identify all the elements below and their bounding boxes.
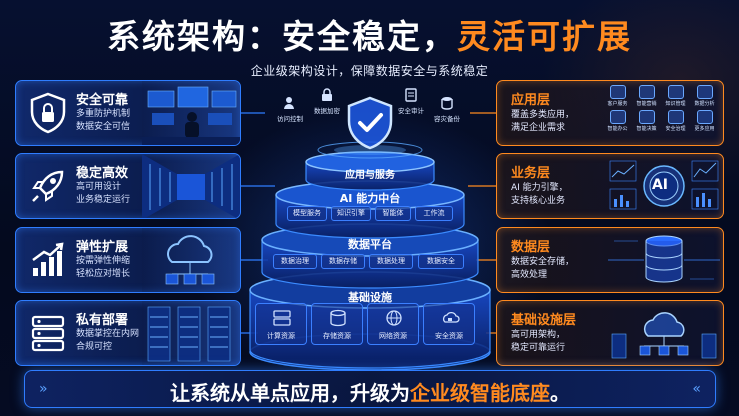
tag-data-encryption: 数据加密 — [314, 107, 340, 115]
card-title: 稳定高效 — [76, 166, 129, 181]
globe-icon — [386, 310, 402, 326]
layer-title: 数据层 — [511, 240, 551, 255]
chip-agent: 智能体 — [375, 206, 411, 221]
app-icon: 智能决策 — [632, 110, 661, 132]
chip-workflow: 工作流 — [415, 206, 453, 221]
app-icon: 智能营销 — [632, 85, 661, 107]
left-card-security: 安全可靠 多重防护机制 数据安全可信 — [15, 80, 241, 146]
chip-model-service: 模型服务 — [287, 206, 327, 221]
infra-compute: 计算资源 — [255, 303, 307, 345]
layer-title: 基础设施层 — [511, 313, 577, 328]
title-main: 系统架构：安全稳定， — [107, 17, 457, 56]
double-chevron-left-icon: « — [692, 381, 701, 397]
app-icon: 智能办公 — [603, 110, 632, 132]
audit-icon — [405, 88, 417, 102]
page-title: 系统架构：安全稳定，灵活可扩展 — [0, 10, 739, 58]
app-icon-grid: 客户服务 智能营销 知识管理 数据分析 智能办公 智能决策 安全治理 更多应用 — [603, 85, 719, 132]
page-subtitle: 企业级架构设计，保障数据安全与系统稳定 — [250, 64, 489, 78]
banner-text: 让系统从单点应用，升级为企业级智能底座。 — [170, 381, 570, 405]
app-icon: 数据分析 — [690, 85, 719, 107]
right-card-app-layer: 应用层 覆盖多类应用， 满足企业需求 客户服务 智能营销 知识管理 数据分析 智… — [496, 80, 724, 146]
chip-data-security: 数据安全 — [418, 254, 464, 269]
tier-app-label: 应用与服务 — [345, 170, 395, 181]
app-icon: 安全治理 — [661, 110, 690, 132]
cloud-lock-icon — [442, 311, 460, 323]
right-card-infra-layer: 基础设施层 高可用架构， 稳定可靠运行 — [496, 300, 724, 366]
server-corridor-image — [142, 154, 240, 218]
tier-data-label: 数据平台 — [348, 238, 392, 251]
card-desc: 多重防护机制 数据安全可信 — [76, 109, 131, 132]
rocket-icon — [25, 163, 71, 209]
layer-desc: AI 能力引擎， 支持核心业务 — [511, 183, 568, 206]
lock-icon — [322, 88, 332, 101]
infra-network: 网络资源 — [367, 303, 419, 345]
layer-title: 业务层 — [511, 166, 551, 181]
cloud-network-image — [142, 228, 240, 292]
compute-icon — [273, 310, 291, 326]
chip-data-processing: 数据处理 — [369, 254, 413, 269]
card-title: 私有部署 — [76, 313, 129, 328]
app-icon: 知识管理 — [661, 85, 690, 107]
card-desc: 按需弹性伸缩 轻松应对增长 — [76, 256, 131, 279]
right-card-data-layer: 数据层 数据安全存储， 高效处理 — [496, 227, 724, 293]
infra-storage: 存储资源 — [311, 303, 363, 345]
app-icon: 客户服务 — [603, 85, 632, 107]
left-card-private: 私有部署 数据掌控在内网 合规可控 — [15, 300, 241, 366]
layer-desc: 数据安全存储， 高效处理 — [511, 257, 575, 280]
backup-icon — [441, 97, 453, 110]
card-desc: 高可用设计 业务稳定运行 — [76, 182, 131, 205]
layer-desc: 覆盖多类应用， 满足企业需求 — [511, 110, 575, 133]
tag-security-audit: 安全审计 — [398, 107, 424, 115]
tier-infra-label: 基础设施 — [348, 291, 392, 304]
layer-title: 应用层 — [511, 93, 551, 108]
tag-disaster-backup: 容灾备份 — [434, 115, 460, 123]
tier-ai-label: AI 能力中台 — [339, 192, 401, 205]
server-icon — [25, 310, 71, 356]
chip-data-storage: 数据存储 — [321, 254, 365, 269]
right-card-business-layer: 业务层 AI 能力引擎， 支持核心业务 AI — [496, 153, 724, 219]
app-icon: 更多应用 — [690, 110, 719, 132]
database-image — [608, 235, 720, 283]
cloud-infra-image — [611, 312, 717, 359]
shield-check-icon — [347, 96, 393, 150]
layer-desc: 高可用架构， 稳定可靠运行 — [511, 330, 566, 353]
ai-badge: AI — [651, 177, 669, 193]
left-card-elastic: 弹性扩展 按需弹性伸缩 轻松应对增长 — [15, 227, 241, 293]
tag-access-control: 访问控制 — [277, 115, 303, 123]
chip-data-governance: 数据治理 — [273, 254, 317, 269]
monitor-room-image — [142, 81, 240, 145]
chip-knowledge-engine: 知识引擎 — [331, 206, 371, 221]
bottom-banner: » 让系统从单点应用，升级为企业级智能底座。 « — [24, 370, 716, 408]
infra-security: 安全资源 — [423, 303, 475, 345]
ai-dashboard-image — [609, 160, 719, 210]
shield-lock-icon — [25, 90, 71, 136]
user-lock-icon — [284, 97, 294, 109]
storage-icon — [330, 309, 346, 327]
data-center-image — [142, 301, 240, 365]
double-chevron-right-icon: » — [39, 381, 48, 397]
title-accent: 灵活可扩展 — [457, 17, 632, 56]
card-title: 弹性扩展 — [76, 240, 129, 255]
card-desc: 数据掌控在内网 合规可控 — [76, 329, 140, 352]
left-card-stable: 稳定高效 高可用设计 业务稳定运行 — [15, 153, 241, 219]
card-title: 安全可靠 — [76, 93, 129, 108]
growth-chart-icon — [25, 237, 71, 283]
